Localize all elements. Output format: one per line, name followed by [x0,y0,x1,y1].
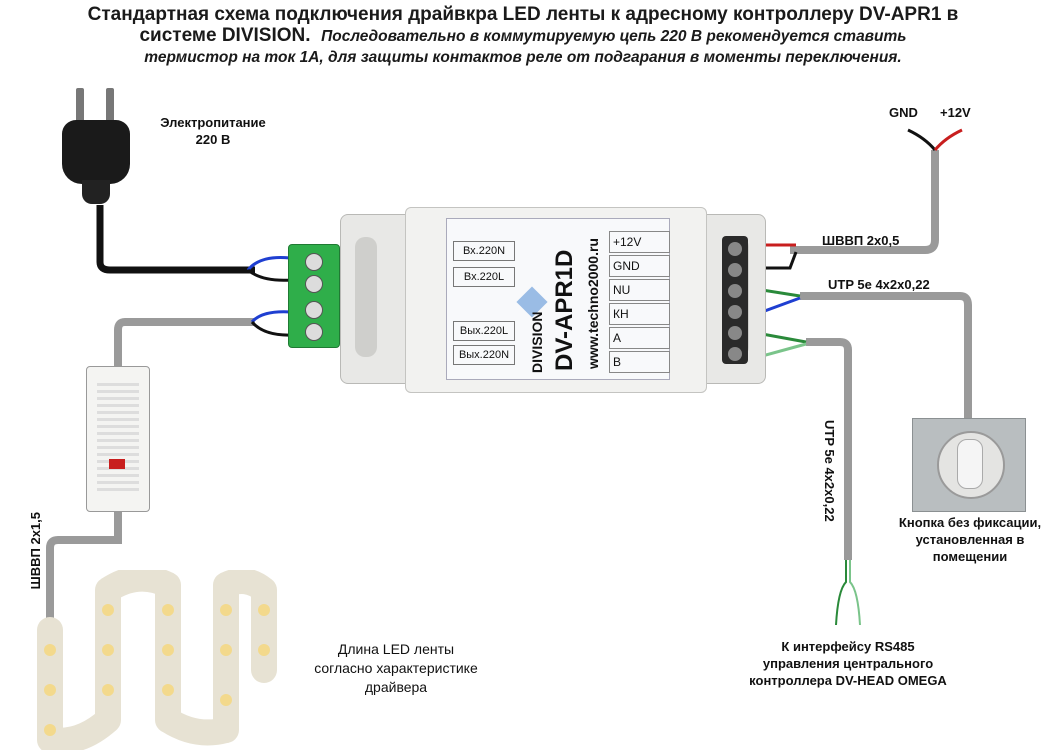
plug-pin-right [106,88,114,122]
shvvp-cable [790,150,939,254]
rs485-caption-line-2: управления центрального [762,656,934,671]
utp-rs485-cable [806,338,852,560]
rs485-caption-line-3: контроллера DV-HEAD OMEGA [749,673,947,688]
utp-right-label: UTP 5e 4х2х0,22 [828,277,930,292]
terminal-label-gnd: GND [609,255,670,277]
wire-green-b [761,342,807,358]
screw-icon [305,301,323,319]
terminal-label-vyx220n: Вых.220N [453,345,515,365]
plug-body [62,120,130,184]
button-caption: Кнопка без фиксации, установленная в пом… [890,514,1046,565]
screw-icon [728,326,742,340]
plus12-wire [933,128,963,151]
led-caption-line-3: драйвера [364,679,428,695]
power-label-line-1: Электропитание [160,115,266,130]
title-line-1: Стандартная схема подключения драйвкра L… [87,4,959,25]
rs485-wire-2 [849,560,861,626]
screw-icon [305,323,323,341]
terminal-label-kn: КН [609,303,670,325]
driver-logo-icon [109,459,125,469]
terminal-block-low-voltage [722,236,748,364]
terminal-label-a: A [609,327,670,349]
rs485-wire-1 [835,560,847,626]
utp-button-cable [800,292,972,420]
wire-green-nu [761,288,801,298]
title-line-2: системе DIVISION. Последовательно в комм… [0,25,1046,47]
screw-icon [728,347,742,361]
button-rocker [957,439,983,489]
power-wire-blue [246,256,291,272]
screw-icon [728,263,742,277]
rs485-caption-line-1: К интерфейсу RS485 [781,639,915,654]
title-line-2-bold: системе DIVISION. [139,25,311,46]
wire-green-a [761,332,807,344]
rs485-caption: К интерфейсу RS485 управления центрально… [728,638,968,689]
screw-icon [728,242,742,256]
model-name: DV-APR1D [551,249,578,371]
screw-icon [728,284,742,298]
terminal-label-vx220l: Вх.220L [453,267,515,287]
plus12v-label: +12V [940,105,971,120]
driver-wire-black [250,320,293,337]
terminal-label-nu: NU [609,279,670,301]
screw-icon [305,253,323,271]
driver-input-cable [114,318,255,372]
button-caption-line-3: помещении [932,549,1008,564]
utp-vertical-label: UTP 5e 4х2х0,22 [822,420,837,522]
power-wire-black [247,268,293,282]
gnd-label: GND [889,105,918,120]
power-plug [62,88,138,208]
screw-icon [305,275,323,293]
led-caption: Длина LED ленты согласно характеристике … [298,640,494,697]
terminal-label-12v: +12V [609,231,670,253]
title-line-3: термистор на ток 1А, для защиты контакто… [144,49,902,66]
plug-pin-left [76,88,84,122]
device-label: Вх.220N Вх.220L Вых.220L Вых.220N DIVISI… [446,218,670,380]
shvvp-top-label: ШВВП 2х0,5 [822,233,900,248]
led-caption-line-2: согласно характеристике [314,660,478,676]
website-url: www.techno2000.ru [585,238,601,369]
brand-name: DIVISION [529,311,545,373]
diagram-title: Стандартная схема подключения драйвкра L… [0,4,1046,68]
driver-label [97,381,139,491]
power-label-line-2: 220 В [195,132,231,147]
shvvp-left-label: ШВВП 2х1,5 [28,512,43,590]
screw-icon [728,305,742,319]
led-driver [86,366,150,512]
terminal-block-220 [288,244,340,348]
power-label: Электропитание 220 В [138,114,288,148]
led-strip [37,570,277,750]
driver-wire-blue [250,310,293,324]
title-line-2-italic: Последовательно в коммутируемую цепь 220… [321,28,907,45]
gnd-wire [907,128,937,151]
terminal-label-vyx220l: Вых.220L [453,321,515,341]
housing-slot-left [355,237,377,357]
button-caption-line-1: Кнопка без фиксации, [898,515,1042,530]
plug-neck [82,180,110,204]
power-cable [96,205,255,274]
terminal-label-vx220n: Вх.220N [453,241,515,261]
terminal-label-b: B [609,351,670,373]
wire-blue-kn [761,296,801,314]
push-button [912,418,1026,512]
button-caption-line-2: установленная в [915,532,1025,547]
led-cable [46,508,122,625]
led-caption-line-1: Длина LED ленты [337,641,455,657]
wire-black-gnd [762,251,798,270]
